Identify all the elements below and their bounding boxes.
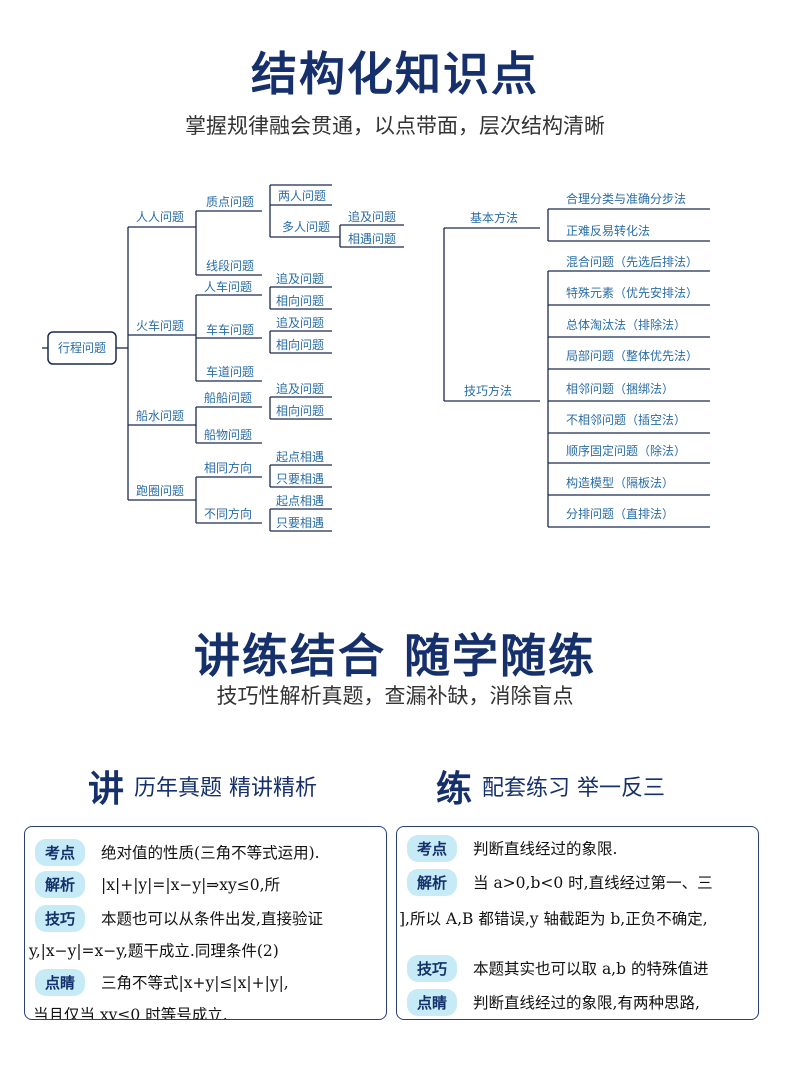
- mindmap-l3-node: 相向问题: [276, 403, 324, 418]
- mindmap-l2-node: 不同方向: [204, 506, 252, 521]
- mindmap-l4-node: 相遇问题: [348, 232, 396, 246]
- mindmap-l2-node: 线段问题: [206, 258, 254, 273]
- mindmap-l3-node: 相向问题: [276, 337, 324, 352]
- mindmap-l3-node: 追及问题: [276, 271, 324, 286]
- row-text: 本题也可以从条件出发,直接验证: [101, 910, 323, 928]
- mindmap-r2-node: 特殊元素（优先安排法）: [566, 285, 698, 300]
- row-text: 绝对值的性质(三角不等式运用).: [101, 844, 320, 862]
- row-tag: 解析: [407, 869, 458, 896]
- left-card: 考点绝对值的性质(三角不等式运用). 解析 |x|+|y|=|x−y|⇒xy≤0,…: [24, 826, 387, 1020]
- row-tag: 考点: [407, 835, 458, 862]
- mindmap-l3-node: 起点相遇: [276, 450, 324, 464]
- right-card-row: 解析当 a>0,b<0 时,直线经过第一、三: [407, 869, 713, 896]
- row-text: |x|+|y|=|x−y|⇒xy≤0,所: [101, 876, 281, 894]
- mindmap-r2-node: 相邻问题（捆绑法）: [566, 382, 674, 396]
- left-card-big-char: 讲: [88, 769, 125, 810]
- left-card-row: 当且仅当 xy≤0 时等号成立.: [33, 1003, 228, 1020]
- row-text: 本题其实也可以取 a,b 的特殊值进: [473, 960, 709, 978]
- right-card-row: 技巧本题其实也可以取 a,b 的特殊值进: [407, 955, 708, 982]
- row-text: 判断直线经过的象限,有两种思路,: [473, 994, 700, 1012]
- left-card-row: 点睛三角不等式|x+y|≤|x|+|y|,: [35, 969, 289, 996]
- mindmap-l3-node: 只要相遇: [276, 516, 324, 530]
- row-text: y,|x−y|=x−y,题干成立.同理条件(2): [29, 942, 279, 960]
- row-tag: 技巧: [407, 955, 458, 982]
- left-card-row: 技巧本题也可以从条件出发,直接验证: [35, 905, 323, 932]
- row-text: 当 a>0,b<0 时,直线经过第一、三: [473, 874, 713, 892]
- mindmap-l2-node: 船物问题: [204, 428, 252, 442]
- row-tag: 技巧: [35, 905, 86, 932]
- mindmap-r2-node: 分排问题（直排法）: [566, 507, 674, 521]
- row-text: ],所以 A,B 都错误,y 轴截距为 b,正负不确定,: [399, 910, 708, 928]
- mindmap-l2-node: 车道问题: [206, 364, 254, 379]
- left-card-heading: 讲历年真题 精讲精析: [88, 760, 317, 812]
- mindmap-r1-node: 基本方法: [470, 210, 518, 225]
- mindmap-l1-node: 跑圈问题: [136, 484, 184, 498]
- left-card-row: y,|x−y|=x−y,题干成立.同理条件(2): [29, 939, 279, 961]
- mindmap-l1-node: 船水问题: [136, 409, 184, 423]
- mindmap-l2-node: 人车问题: [204, 279, 252, 294]
- mindmap-r1-node: 技巧方法: [464, 383, 512, 398]
- mindmap-l2-node: 相同方向: [204, 460, 252, 475]
- mindmap-r2-node: 合理分类与准确分步法: [566, 191, 686, 206]
- mindmap-r2-node: 顺序固定问题（除法）: [566, 443, 686, 458]
- mindmap-r2-node: 构造模型（隔板法）: [566, 475, 674, 490]
- mindmap-l3-node: 追及问题: [276, 315, 324, 330]
- left-card-row: 考点绝对值的性质(三角不等式运用).: [35, 839, 320, 866]
- mindmap-l3-node: 相向问题: [276, 293, 324, 308]
- mindmap-l3-node: 只要相遇: [276, 472, 324, 486]
- mindmap-l1-node: 火车问题: [136, 318, 184, 333]
- right-card-big-char: 练: [436, 769, 473, 810]
- row-tag: 考点: [35, 839, 86, 866]
- right-card-row: 考点判断直线经过的象限.: [407, 835, 617, 862]
- mindmap-r2-node: 局部问题（整体优先法）: [566, 348, 698, 363]
- right-card-row: ],所以 A,B 都错误,y 轴截距为 b,正负不确定,: [399, 907, 708, 929]
- right-card: 考点判断直线经过的象限. 解析当 a>0,b<0 时,直线经过第一、三 ],所以…: [396, 826, 759, 1020]
- mindmap-r2-node: 不相邻问题（插空法）: [566, 413, 686, 427]
- mindmap-l3-node: 起点相遇: [276, 494, 324, 508]
- section1-title: 结构化知识点: [251, 47, 539, 101]
- mindmap-r2-node: 正难反易转化法: [566, 223, 650, 238]
- mindmap-l2-node: 船船问题: [204, 391, 252, 405]
- mindmap-diagram: 行程问题 人人问题 火车问题 船水问题 跑圈问题 质点问题 线段问题 两人问题 …: [42, 184, 710, 532]
- section2-title: 讲练结合 随学随练: [193, 629, 596, 683]
- row-tag: 解析: [35, 871, 86, 898]
- row-tag: 点睛: [407, 989, 458, 1016]
- right-card-heading: 练配套练习 举一反三: [436, 760, 665, 812]
- mindmap-l3-node: 两人问题: [278, 189, 326, 203]
- mindmap-l2-node: 车车问题: [206, 322, 254, 337]
- row-tag: 点睛: [35, 969, 86, 996]
- mindmap-r2-node: 混合问题（先选后排法）: [566, 254, 698, 269]
- row-text: 三角不等式|x+y|≤|x|+|y|,: [101, 974, 289, 992]
- section1-subtitle: 掌握规律融会贯通，以点带面，层次结构清晰: [185, 114, 605, 138]
- row-text: 判断直线经过的象限.: [473, 840, 618, 858]
- row-text: 当且仅当 xy≤0 时等号成立.: [33, 1006, 228, 1020]
- right-card-row: 点睛判断直线经过的象限,有两种思路,: [407, 989, 700, 1016]
- left-card-heading-text: 历年真题 精讲精析: [134, 776, 318, 801]
- mindmap-root: 行程问题: [58, 340, 106, 355]
- section2-subtitle: 技巧性解析真题，查漏补缺，消除盲点: [216, 684, 574, 708]
- left-card-row: 解析 |x|+|y|=|x−y|⇒xy≤0,所: [35, 871, 280, 898]
- mindmap-r2-node: 总体淘汰法（排除法）: [566, 317, 686, 332]
- mindmap-l1-node: 人人问题: [136, 210, 184, 224]
- mindmap-l3-node: 追及问题: [276, 381, 324, 396]
- mindmap-l3-node: 多人问题: [282, 220, 330, 234]
- right-card-heading-text: 配套练习 举一反三: [482, 776, 666, 801]
- mindmap-l2-node: 质点问题: [206, 195, 254, 209]
- mindmap-l4-node: 追及问题: [348, 209, 396, 224]
